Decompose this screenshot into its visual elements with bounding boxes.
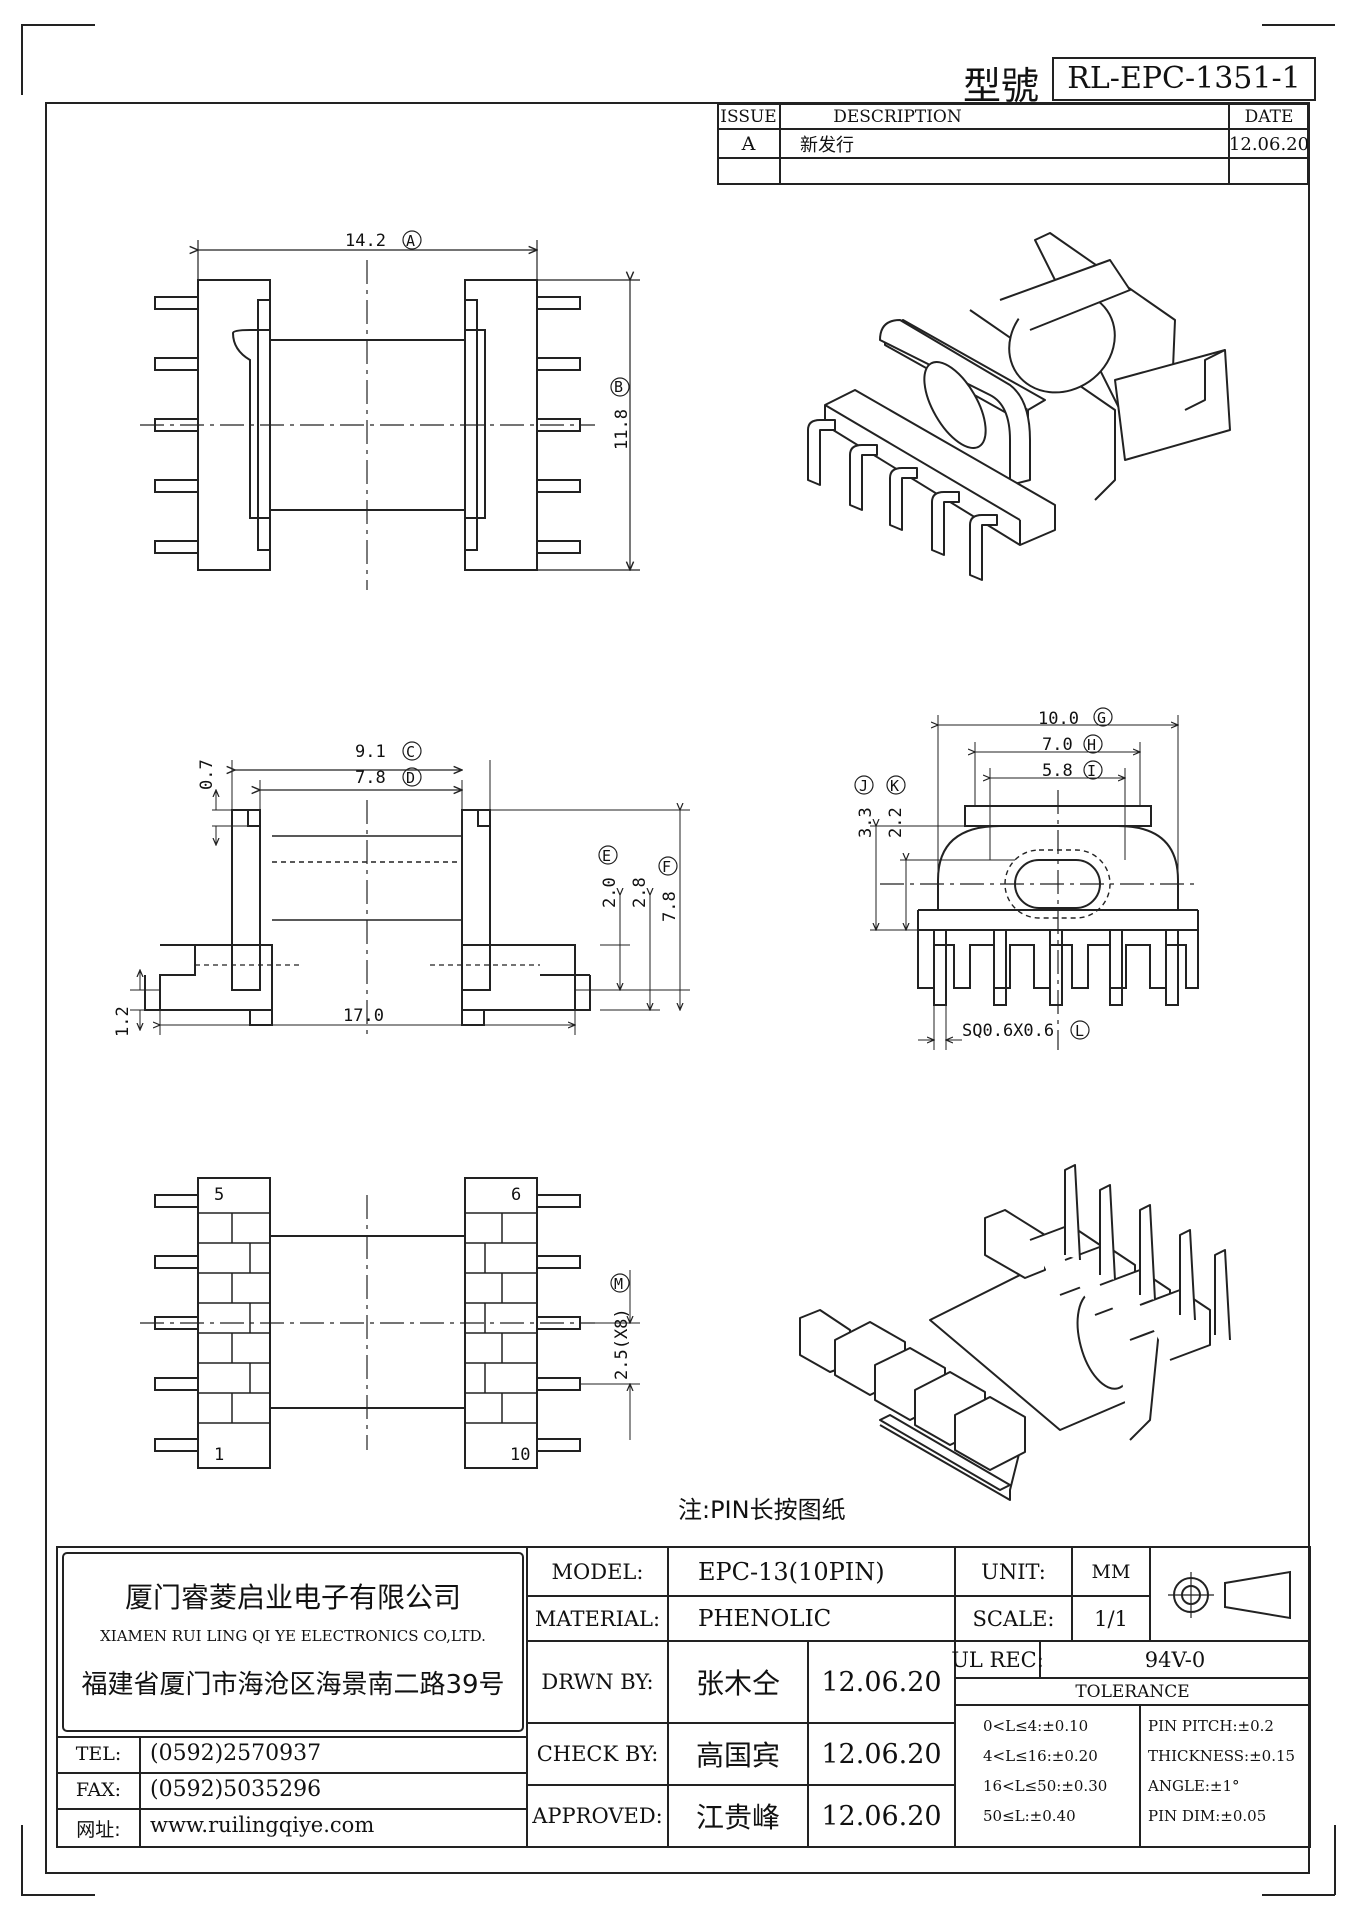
tol-2: 4<L≤16:±0.20 xyxy=(983,1747,1098,1765)
tol-7: ANGLE:±1° xyxy=(1148,1777,1240,1795)
dim-k-tag: K xyxy=(890,777,899,795)
dim-a: 14.2 xyxy=(345,231,386,251)
dim-d-tag: D xyxy=(406,769,415,787)
tol-5: PIN PITCH:±0.2 xyxy=(1148,1717,1274,1735)
col-issue: ISSUE xyxy=(720,107,777,127)
unit-value: MM xyxy=(1091,1560,1131,1583)
dim-g: 10.0 xyxy=(1038,709,1079,729)
pin-10: 10 xyxy=(510,1445,530,1465)
dim-i: 5.8 xyxy=(1042,761,1073,781)
approved-label: APPROVED: xyxy=(532,1804,663,1828)
dim-e-tag: E xyxy=(602,847,611,865)
dim-b: 11.8 xyxy=(612,409,632,450)
dim-j-tag: J xyxy=(859,777,868,795)
company-name-en: XIAMEN RUI LING QI YE ELECTRONICS CO,LTD… xyxy=(100,1627,486,1645)
check-date: 12.06.20 xyxy=(821,1738,942,1770)
model-field-label: MODEL: xyxy=(551,1559,644,1584)
dim-c-tag: C xyxy=(406,743,415,761)
approved-name: 江贵峰 xyxy=(695,1801,780,1834)
tol-3: 16<L≤50:±0.30 xyxy=(983,1777,1108,1795)
dim-foot: 1.2 xyxy=(113,1006,133,1037)
drawn-date: 12.06.20 xyxy=(821,1666,942,1698)
dim-top-h: 0.7 xyxy=(197,759,217,790)
dim-m-tag: M xyxy=(614,1275,623,1293)
revision-grid xyxy=(717,103,1309,185)
rev-issue: A xyxy=(741,133,756,155)
dim-h: 7.0 xyxy=(1042,735,1073,755)
dim-e: 2.0 xyxy=(600,877,620,908)
web-label: 网址: xyxy=(76,1819,121,1841)
col-date: DATE xyxy=(1244,107,1294,127)
dim-h-tag: H xyxy=(1087,736,1096,754)
dim-m: 2.5(X8) xyxy=(612,1308,632,1380)
revision-table: ISSUE DESCRIPTION DATE A 新发行 12.06.20 xyxy=(717,103,1309,185)
dim-k: 2.2 xyxy=(886,807,906,838)
tol-6: THICKNESS:±0.15 xyxy=(1148,1747,1296,1765)
dim-f: 7.8 xyxy=(660,891,680,922)
dim-f-tag: F xyxy=(662,858,671,876)
material-value: PHENOLIC xyxy=(698,1605,832,1632)
drawn-name: 张木仝 xyxy=(695,1667,780,1700)
web-value: www.ruilingqiye.com xyxy=(150,1813,375,1837)
col-description: DESCRIPTION xyxy=(833,107,962,127)
unit-label: UNIT: xyxy=(981,1559,1046,1584)
pin-6: 6 xyxy=(511,1185,521,1205)
dim-j: 3.3 xyxy=(856,807,876,838)
dim-l-tag: L xyxy=(1075,1022,1084,1040)
model-field-value: EPC-13(10PIN) xyxy=(698,1557,885,1586)
dim-c: 9.1 xyxy=(355,742,386,762)
tol-1: 0<L≤4:±0.10 xyxy=(983,1717,1089,1735)
front-view xyxy=(870,715,1199,1050)
model-label: 型號 xyxy=(963,64,1040,108)
tolerance-title: TOLERANCE xyxy=(1075,1681,1190,1702)
technical-drawing: 14.2 A 11.8 B xyxy=(113,230,1231,1501)
company-address: 福建省厦门市海沧区海景南二路39号 xyxy=(81,1670,505,1700)
fax-value: (0592)5035296 xyxy=(150,1777,322,1802)
pin-5: 5 xyxy=(214,1185,224,1205)
ul-label: UL REC: xyxy=(951,1647,1044,1672)
scale-label: SCALE: xyxy=(972,1606,1055,1631)
dim-mid: 2.8 xyxy=(630,877,650,908)
dim-b-tag: B xyxy=(614,378,623,396)
material-label: MATERIAL: xyxy=(534,1606,661,1631)
dim-span: 17.0 xyxy=(343,1006,384,1026)
tel-label: TEL: xyxy=(75,1743,122,1765)
side-view xyxy=(130,760,690,1035)
top-view xyxy=(140,240,640,590)
company-name-cn: 厦门睿菱启业电子有限公司 xyxy=(124,1581,461,1614)
pin-1: 1 xyxy=(214,1445,224,1465)
iso-view-bottom xyxy=(799,1164,1231,1501)
check-name: 高国宾 xyxy=(695,1739,780,1772)
drawn-label: DRWN BY: xyxy=(541,1670,654,1694)
tol-8: PIN DIM:±0.05 xyxy=(1148,1807,1267,1825)
model-number: RL-EPC-1351-1 xyxy=(1052,57,1316,101)
dim-d: 7.8 xyxy=(355,768,386,788)
dim-g-tag: G xyxy=(1097,709,1106,727)
rev-description: 新发行 xyxy=(800,135,854,156)
dim-i-tag: I xyxy=(1087,762,1096,780)
check-label: CHECK BY: xyxy=(536,1742,659,1766)
note-text: 注:PIN长按图纸 xyxy=(678,1496,846,1524)
iso-view-top xyxy=(807,232,1231,581)
ul-value: 94V-0 xyxy=(1144,1647,1206,1672)
approved-date: 12.06.20 xyxy=(821,1800,942,1832)
scale-value: 1/1 xyxy=(1094,1606,1128,1631)
tol-4: 50≤L:±0.40 xyxy=(983,1807,1076,1825)
dim-l: SQ0.6X0.6 xyxy=(962,1021,1054,1041)
tel-value: (0592)2570937 xyxy=(150,1741,322,1766)
rev-date: 12.06.20 xyxy=(1228,133,1310,155)
fax-label: FAX: xyxy=(75,1779,122,1801)
dim-a-tag: A xyxy=(406,232,415,250)
bottom-view xyxy=(140,1177,640,1469)
